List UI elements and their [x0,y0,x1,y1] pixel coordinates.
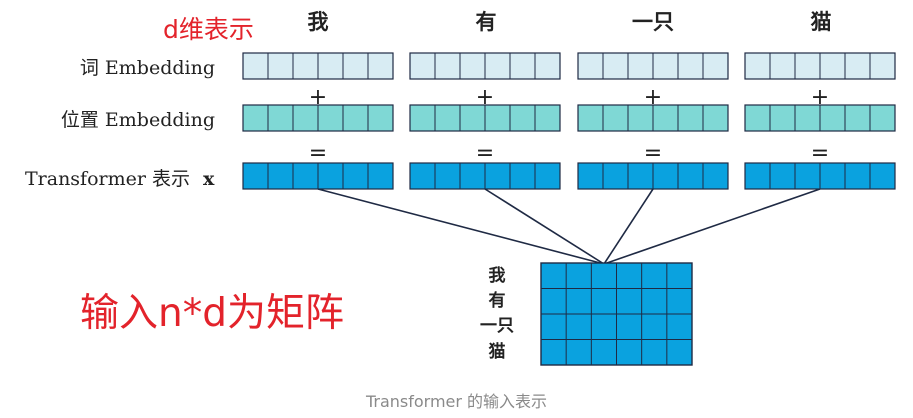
operator-plus-3: + [811,85,829,110]
vector-word-embedding-0 [242,52,394,80]
matrix-row-label-1: 有 [489,290,506,311]
token-label-2: 一只 [632,10,674,34]
vector-transformer-repr-0 [242,162,394,190]
operator-plus-2: + [644,85,662,110]
vector-transformer-repr-1 [409,162,561,190]
connector-line-1 [484,188,605,265]
operator-equals-2: = [644,141,662,166]
vector-transformer-repr-3 [744,162,896,190]
connector-line-3 [603,188,821,265]
operator-equals-0: = [309,141,327,166]
vector-transformer-repr-2 [577,162,729,190]
vector-position-embedding-0 [242,104,394,132]
token-label-0: 我 [308,10,329,34]
matrix-row-label-2: 一只 [480,316,514,336]
operator-plus-1: + [476,85,494,110]
vector-position-embedding-2 [577,104,729,132]
embedding-vectors [242,52,896,190]
operator-equals-1: = [476,141,494,166]
vector-position-embedding-1 [409,104,561,132]
row-label-transformer-var: x [203,168,215,190]
operators: + + + + = = = = [309,85,829,166]
token-label-1: 有 [476,10,497,34]
connector-line-0 [317,188,605,265]
vector-word-embedding-3 [744,52,896,80]
figure-caption: Transformer 的输入表示 [365,392,548,411]
annotation-dim: d维表示 [163,15,254,44]
input-matrix [540,262,693,366]
matrix-row-label-3: 猫 [489,341,506,362]
vector-word-embedding-2 [577,52,729,80]
row-label-position-embedding: 位置 Embedding [61,109,215,131]
connector-lines [317,188,821,265]
row-label-transformer-representation: Transformer 表示 [25,168,190,190]
vector-position-embedding-3 [744,104,896,132]
annotation-matrix: 输入n*d为矩阵 [80,291,344,336]
row-label-word-embedding: 词 Embedding [80,57,215,79]
operator-equals-3: = [811,141,829,166]
token-label-3: 猫 [811,10,832,34]
matrix-row-label-0: 我 [489,266,506,286]
vector-word-embedding-1 [409,52,561,80]
operator-plus-0: + [309,85,327,110]
connector-line-2 [603,188,654,265]
